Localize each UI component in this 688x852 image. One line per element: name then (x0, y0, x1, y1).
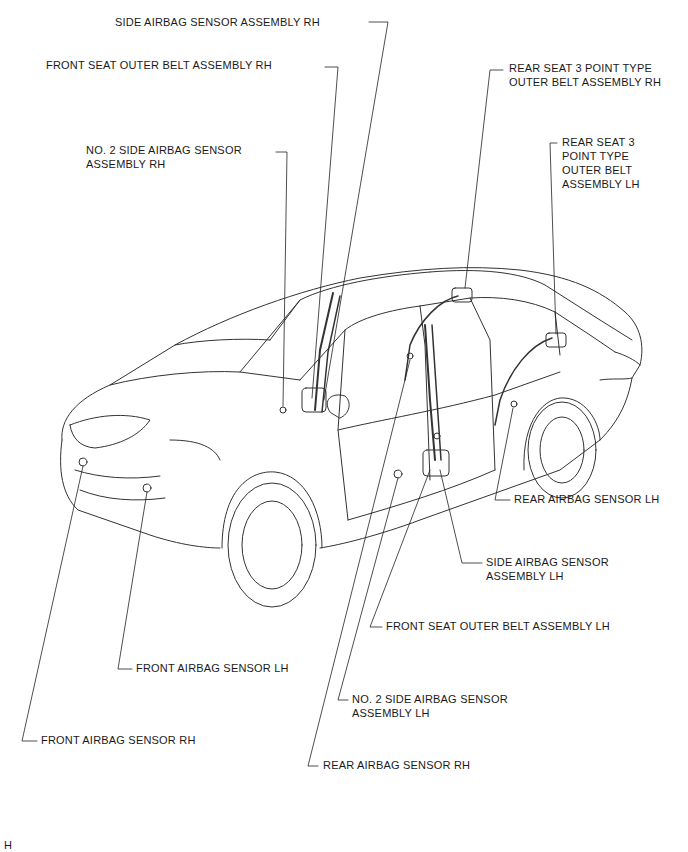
part-label: REAR SEAT 3 POINT TYPE OUTER BELT ASSEMB… (562, 135, 662, 191)
part-label: REAR AIRBAG SENSOR RH (323, 758, 470, 772)
part-label: FRONT SEAT OUTER BELT ASSEMBLY LH (386, 619, 610, 633)
part-label: REAR AIRBAG SENSOR LH (514, 492, 659, 506)
part-label: NO. 2 SIDE AIRBAG SENSOR ASSEMBLY RH (86, 143, 276, 171)
part-label: FRONT AIRBAG SENSOR LH (136, 661, 289, 675)
part-label: FRONT SEAT OUTER BELT ASSEMBLY RH (46, 58, 272, 72)
part-label: NO. 2 SIDE AIRBAG SENSOR ASSEMBLY LH (352, 692, 542, 720)
part-label: FRONT AIRBAG SENSOR RH (41, 733, 196, 747)
part-label: SIDE AIRBAG SENSOR ASSEMBLY RH (115, 15, 320, 29)
part-label: REAR SEAT 3 POINT TYPE OUTER BELT ASSEMB… (509, 61, 679, 89)
part-label: H (4, 838, 12, 852)
part-label: SIDE AIRBAG SENSOR ASSEMBLY LH (486, 555, 631, 583)
